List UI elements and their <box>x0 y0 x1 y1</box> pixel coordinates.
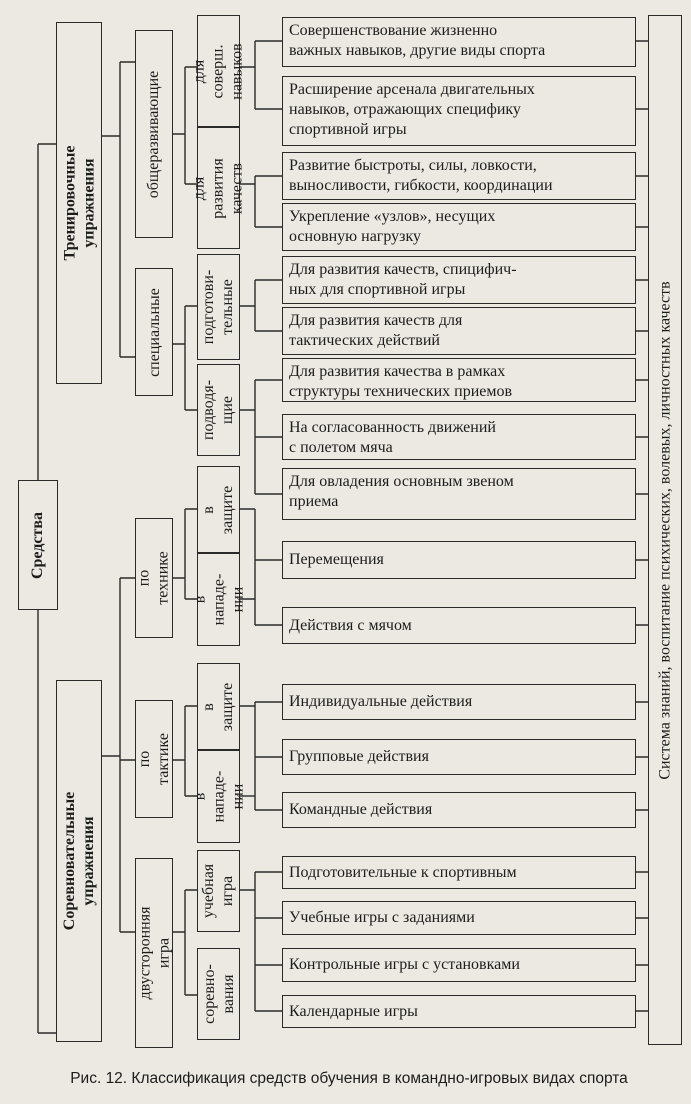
item-box: Для развития качеств, спицифич- ных для … <box>282 256 636 304</box>
tactics-attack-node: в нападе- нии <box>191 750 246 843</box>
technique-attack-node: в нападе- нии <box>191 553 246 646</box>
item-text: Контрольные игры с установками <box>289 956 520 973</box>
tactics-attack-label: в нападе- нии <box>191 770 246 823</box>
item-box: Расширение арсенала двигательных навыков… <box>282 76 636 146</box>
item-text: Развитие быстроты, силы, ловкости, вынос… <box>289 157 553 194</box>
preparatory-label: подготови- тельные <box>200 269 237 345</box>
item-box: Для развития качеств для тактических дей… <box>282 307 636 355</box>
for-quality-development-node: для развития качеств <box>191 127 246 249</box>
general-developing-node: общеразвивающие <box>135 30 173 238</box>
item-box: Контрольные игры с установками <box>282 948 636 982</box>
two-sided-game-label: двусторонняя игра <box>136 906 172 1000</box>
for-skill-perfection-node: для соверш. навыков <box>191 15 246 127</box>
root-node: Средства <box>18 480 58 610</box>
competitive-exercises-label: Соревновательные упражнения <box>61 791 98 931</box>
by-tactics-node: по тактике <box>135 700 173 818</box>
technique-attack-label: в нападе- нии <box>191 573 246 626</box>
item-box: Укрепление «узлов», несущих основную наг… <box>282 203 636 251</box>
special-node: специальные <box>135 268 173 396</box>
training-exercises-label: Тренировочные упражнения <box>61 145 98 261</box>
competitive-exercises-node: Соревновательные упражнения <box>56 680 102 1042</box>
item-box: Перемещения <box>282 541 636 579</box>
item-box: Для развития качества в рамках структуры… <box>282 358 636 402</box>
item-text: Перемещения <box>289 551 384 568</box>
tactics-defense-node: в защите <box>197 663 240 750</box>
training-game-node: учебная игра <box>197 850 240 932</box>
item-box: Совершенствование жизненно важных навыко… <box>282 17 636 67</box>
item-text: Подготовительные к спортивным <box>289 863 517 881</box>
item-box: Календарные игры <box>282 995 636 1028</box>
competitions-label: соревно- вания <box>200 964 237 1024</box>
item-text: Учебные игры с заданиями <box>289 909 475 926</box>
item-text: Для развития качества в рамках структуры… <box>289 363 513 400</box>
preparatory-node: подготови- тельные <box>197 254 240 360</box>
root-label: Средства <box>29 511 47 579</box>
item-text: Расширение арсенала двигательных навыков… <box>289 81 535 138</box>
tactics-defense-label: в защите <box>200 682 237 731</box>
by-technique-node: по технике <box>135 518 173 638</box>
item-box: Действия с мячом <box>282 607 636 644</box>
by-tactics-label: по тактике <box>136 733 173 785</box>
two-sided-game-node: двусторонняя игра <box>135 858 173 1048</box>
item-text: Календарные игры <box>289 1002 418 1020</box>
training-exercises-node: Тренировочные упражнения <box>56 22 102 384</box>
competitions-node: соревно- вания <box>197 948 240 1040</box>
for-skill-perfection-label: для соверш. навыков <box>191 42 247 100</box>
item-text: Для развития качеств, спицифич- ных для … <box>289 261 517 298</box>
item-box: На согласованность движений с полетом мя… <box>282 414 636 460</box>
item-box: Подготовительные к спортивным <box>282 856 636 889</box>
item-text: Командные действия <box>289 801 433 818</box>
figure-caption: Рис. 12. Классификация средств обучения … <box>70 1070 628 1087</box>
item-text: Для развития качеств для тактических дей… <box>289 312 463 349</box>
result-node: Система знаний, воспитание психических, … <box>648 15 682 1045</box>
technique-defense-label: в защите <box>200 485 237 534</box>
item-box: Учебные игры с заданиями <box>282 901 636 935</box>
item-box: Командные действия <box>282 792 636 828</box>
item-box: Групповые действия <box>282 739 636 775</box>
technique-defense-node: в защите <box>197 466 240 553</box>
item-text: Действия с мячом <box>289 616 412 634</box>
item-text: Для овладения основным звеном приема <box>289 473 514 510</box>
special-label: специальные <box>145 287 163 377</box>
item-text: Индивидуальные действия <box>289 693 473 710</box>
item-text: На согласованность движений с полетом мя… <box>289 419 496 456</box>
item-box: Для овладения основным звеном приема <box>282 468 636 520</box>
lead-up-node: подводя- щие <box>197 364 240 456</box>
item-box: Индивидуальные действия <box>282 684 636 720</box>
lead-up-label: подводя- щие <box>200 379 237 441</box>
item-text: Укрепление «узлов», несущих основную наг… <box>289 208 496 245</box>
general-developing-label: общеразвивающие <box>145 70 163 198</box>
item-text: Совершенствование жизненно важных навыко… <box>289 22 546 59</box>
item-box: Развитие быстроты, силы, ловкости, вынос… <box>282 152 636 200</box>
result-label: Система знаний, воспитание психических, … <box>656 280 674 780</box>
for-quality-development-label: для развития качеств <box>191 157 247 219</box>
by-technique-label: по технике <box>136 551 173 605</box>
training-game-label: учебная игра <box>200 863 237 919</box>
item-text: Групповые действия <box>289 748 429 765</box>
